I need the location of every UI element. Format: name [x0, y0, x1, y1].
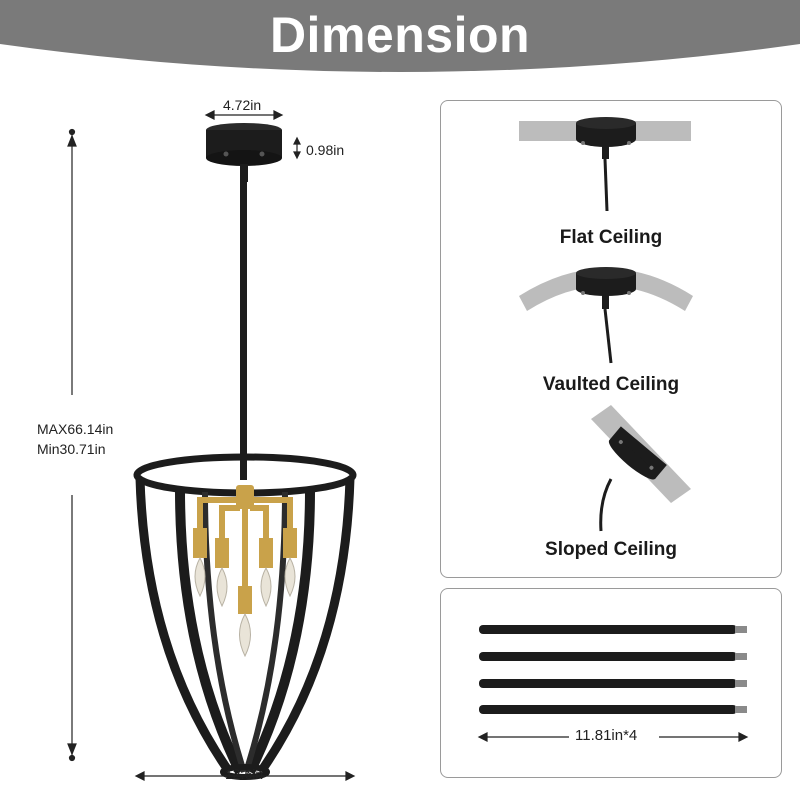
sloped-ceiling-label: Sloped Ceiling	[545, 539, 677, 560]
canopy-width-arrow	[204, 110, 284, 120]
down-rod	[240, 180, 247, 480]
canopy	[206, 123, 282, 182]
height-dimension-line	[67, 128, 77, 762]
brass-candle-arms	[193, 485, 297, 614]
pendant-light-illustration	[67, 110, 357, 781]
rod-1	[479, 625, 747, 634]
rod-length-arrow	[477, 732, 749, 742]
mounting-diagrams	[519, 117, 693, 532]
candle-bulbs	[194, 556, 296, 658]
height-min-label: Min30.71in	[37, 441, 106, 457]
vaulted-ceiling-diagram	[519, 267, 693, 364]
vaulted-ceiling-label: Vaulted Ceiling	[542, 374, 680, 395]
height-max-label: MAX66.14in	[37, 421, 114, 437]
fixture-width-label: 12.6in	[225, 766, 264, 782]
fixture-width-arrow	[134, 771, 356, 781]
canopy-height-arrow	[293, 136, 301, 160]
extension-rods-panel: 11.81in*4	[440, 588, 782, 778]
canopy-width-label: 4.72in	[223, 97, 262, 113]
rod-length-label: 11.81in*4	[575, 727, 638, 744]
cage-frame	[133, 453, 357, 780]
banner-shape	[0, 0, 800, 72]
rod-4	[479, 705, 747, 714]
extension-rods	[477, 625, 749, 742]
canopy-height-label: 0.98in	[306, 142, 345, 158]
header-banner: Dimension	[0, 0, 800, 76]
rod-3	[479, 679, 747, 688]
rod-2	[479, 652, 747, 661]
page-title: Dimension	[269, 7, 531, 63]
sloped-ceiling-diagram	[591, 405, 691, 532]
flat-ceiling-diagram	[519, 117, 691, 212]
mounting-options-panel: Flat Ceiling Vaulted Ceiling Sloped Ceil…	[440, 100, 782, 578]
flat-ceiling-label: Flat Ceiling	[559, 227, 663, 248]
